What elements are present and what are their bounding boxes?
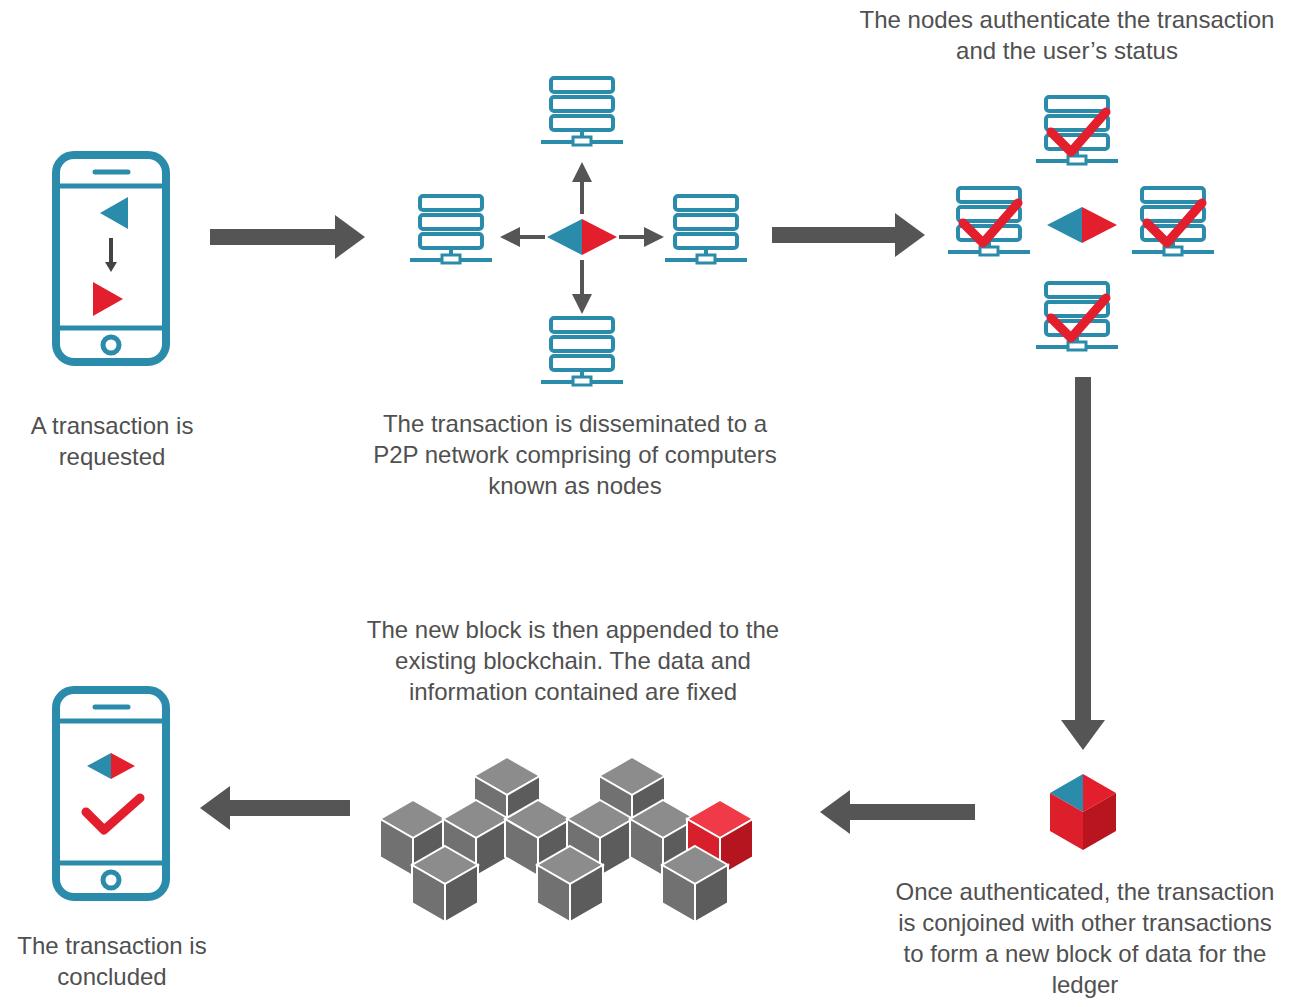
process-step: The transaction is concluded bbox=[52, 686, 170, 902]
arrow-shaft bbox=[228, 800, 350, 816]
arrow-head bbox=[895, 213, 925, 257]
arrow-head bbox=[1061, 720, 1105, 750]
arrow-shaft bbox=[210, 229, 337, 245]
flow-arrow bbox=[1061, 377, 1105, 750]
process-step: The nodes authenticate the transaction a… bbox=[945, 92, 1217, 362]
phone-icon bbox=[56, 690, 166, 897]
arrow-shaft bbox=[772, 227, 897, 243]
arrow-shaft bbox=[1075, 377, 1091, 722]
step-caption: A transaction is requested bbox=[7, 410, 217, 472]
step-caption: The transaction is concluded bbox=[12, 930, 212, 992]
new-block-icon bbox=[1050, 774, 1116, 850]
process-step: A transaction is requested bbox=[52, 150, 170, 366]
flow-arrow bbox=[772, 213, 925, 257]
process-step: The new block is then appended to the ex… bbox=[380, 752, 755, 927]
blockchain-icon bbox=[380, 757, 753, 922]
flow-arrow bbox=[200, 786, 350, 830]
arrow-head bbox=[335, 215, 365, 259]
step-caption: Once authenticated, the transaction is c… bbox=[885, 876, 1285, 1000]
step-caption: The nodes authenticate the transaction a… bbox=[852, 4, 1282, 66]
step-caption: The new block is then appended to the ex… bbox=[358, 614, 788, 707]
arrow-head bbox=[200, 786, 230, 830]
verified-network-icon bbox=[948, 97, 1214, 350]
flow-arrow bbox=[820, 790, 975, 834]
arrow-head bbox=[820, 790, 850, 834]
flow-arrow bbox=[210, 215, 365, 259]
step-caption: The transaction is disseminated to a P2P… bbox=[360, 408, 790, 501]
process-step: The transaction is disseminated to a P2P… bbox=[415, 75, 755, 397]
network-icon bbox=[410, 78, 747, 385]
process-step: Once authenticated, the transaction is c… bbox=[1045, 775, 1121, 847]
arrow-shaft bbox=[848, 804, 975, 820]
phone-icon bbox=[56, 155, 166, 362]
